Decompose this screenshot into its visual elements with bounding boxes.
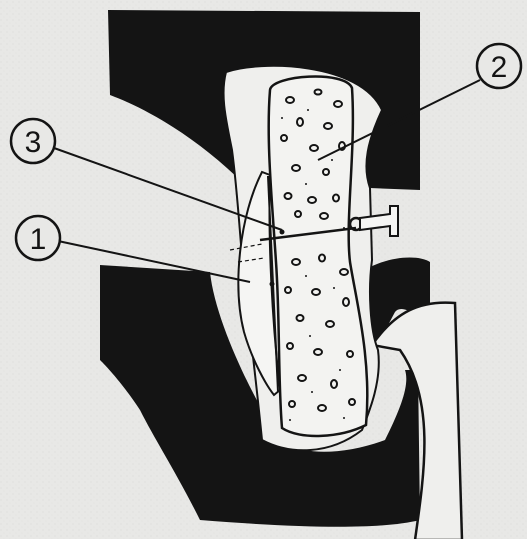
callout-2: 2: [477, 44, 521, 88]
callout-3: 3: [11, 119, 55, 163]
callout-3-label: 3: [25, 126, 42, 159]
pin-knot-lower: [270, 282, 275, 287]
callout-1: 1: [16, 216, 60, 260]
callout-2-label: 2: [491, 51, 508, 84]
callout-1-label: 1: [30, 223, 47, 256]
